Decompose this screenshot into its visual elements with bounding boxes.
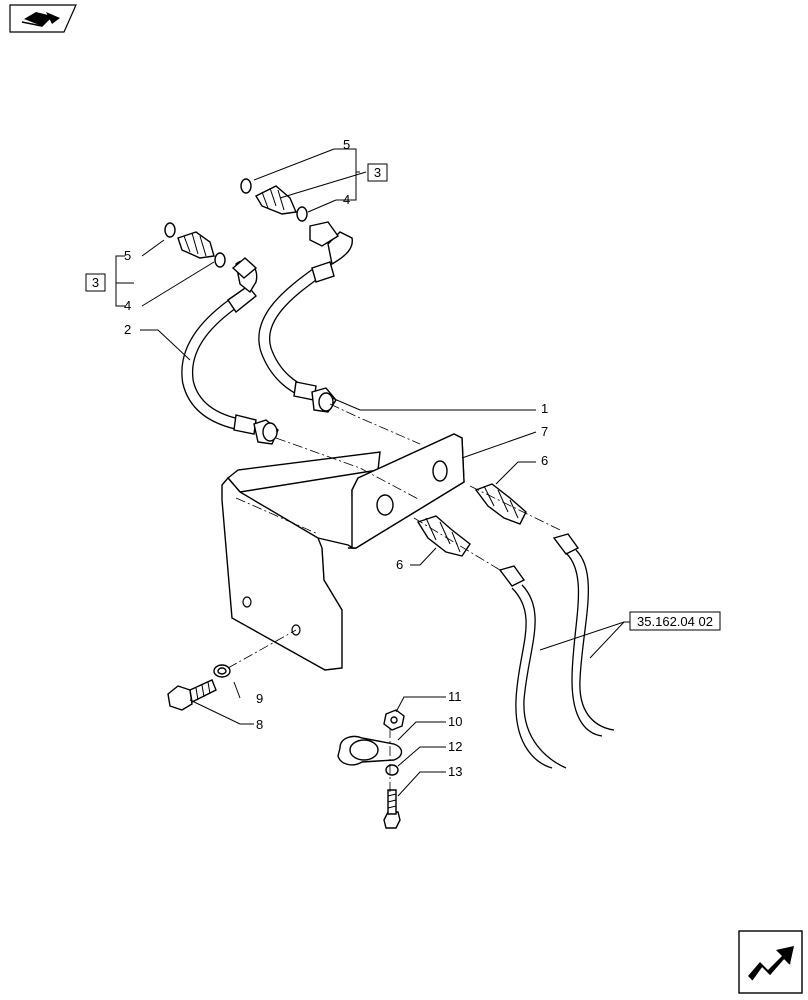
callout-8: 8 (256, 717, 263, 732)
leader-lines (115, 148, 630, 797)
bolt-and-washer (167, 664, 231, 711)
ref-box-3-left[interactable]: 3 (85, 273, 106, 292)
callout-4-upper: 4 (343, 192, 350, 207)
upper-fitting-right (240, 178, 308, 222)
reference-label: 35.162.04 02 (637, 614, 713, 629)
ref-box-3-upper[interactable]: 3 (367, 163, 388, 182)
callout-11: 11 (448, 689, 462, 704)
callout-4-left: 4 (124, 298, 131, 313)
hydraulic-hose-left (181, 257, 279, 445)
assembly-center-lines (227, 403, 561, 796)
callout-9: 9 (256, 691, 263, 706)
hydraulic-hose-right (258, 221, 353, 413)
mounting-bracket (221, 433, 465, 671)
lower-hoses (498, 533, 615, 769)
callout-12: 12 (448, 739, 462, 754)
callout-6-upper: 6 (541, 453, 548, 468)
book-arrow-icon[interactable] (9, 4, 77, 33)
callout-6-lower: 6 (396, 557, 403, 572)
callout-3-upper: 3 (374, 165, 381, 180)
callout-5-left: 5 (124, 248, 131, 263)
next-page-arrow-icon[interactable] (738, 930, 803, 994)
callout-5-upper: 5 (343, 137, 350, 152)
reference-box[interactable]: 35.162.04 02 (629, 611, 721, 631)
adapter-fitting-lower (416, 515, 471, 557)
callout-2: 2 (124, 322, 131, 337)
callout-3-left: 3 (92, 275, 99, 290)
callout-1: 1 (541, 401, 548, 416)
callout-10: 10 (448, 714, 462, 729)
callout-13: 13 (448, 764, 462, 779)
upper-fitting-left (164, 222, 226, 268)
clamp-assembly (337, 709, 405, 829)
callout-7: 7 (541, 424, 548, 439)
adapter-fitting-upper (474, 483, 527, 525)
